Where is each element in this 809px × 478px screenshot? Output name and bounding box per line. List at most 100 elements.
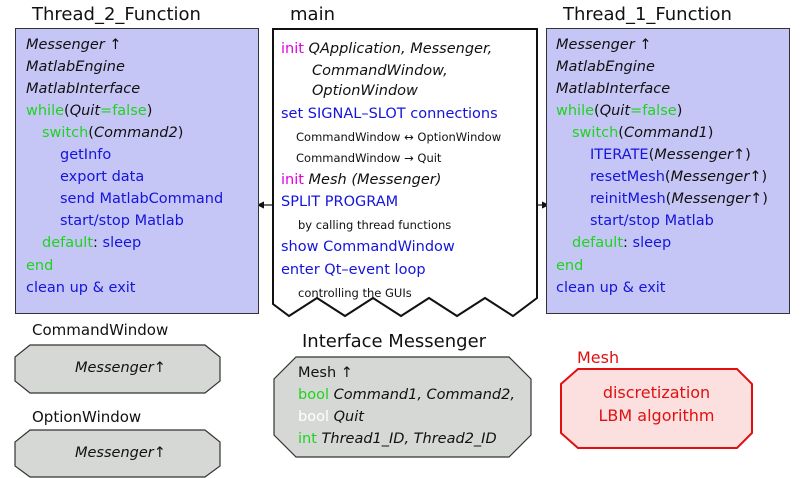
thread1-default-line: default: sleep	[572, 234, 671, 252]
main-split-note: by calling thread functions	[298, 218, 452, 232]
thread2-case-item: send MatlabCommand	[60, 191, 224, 207]
main-init-line2: CommandWindow,	[312, 63, 448, 79]
thread2-while-close: )	[146, 103, 153, 119]
option-window-shape	[14, 429, 221, 478]
mesh-line2: LBM algorithm	[598, 406, 715, 425]
main-show: show CommandWindow	[281, 239, 455, 255]
thread1-box	[546, 28, 790, 314]
main-init-line3: OptionWindow	[312, 83, 418, 99]
main-enter: enter Qt–event loop	[281, 262, 426, 278]
thread1-reinit: reinitMesh	[590, 191, 666, 207]
thread1-reinit-close: )	[762, 191, 768, 207]
thread2-sleep: sleep	[102, 235, 142, 251]
thread2-case-item: start/stop Matlab	[60, 213, 184, 229]
thread1-reset: resetMesh	[590, 169, 665, 185]
thread2-default-sep: :	[93, 235, 98, 251]
thread1-switch-close: )	[707, 125, 714, 141]
option-window-content: Messenger↑	[75, 445, 166, 461]
thread2-while-open: (	[64, 103, 70, 119]
thread1-iterate: ITERATE	[590, 147, 649, 163]
thread1-cleanup: clean up & exit	[556, 280, 666, 296]
thread1-while-close: )	[676, 103, 683, 119]
thread2-interface: MatlabInterface	[26, 81, 141, 97]
thread2-command-var: Command2	[93, 125, 178, 141]
thread1-while-keyword: while	[556, 103, 595, 119]
thread2-while-keyword: while	[26, 103, 65, 119]
thread1-default-keyword: default	[572, 235, 624, 251]
command-window-title: CommandWindow	[32, 321, 169, 339]
thread2-default-keyword: default	[42, 235, 94, 251]
thread1-command-var: Command1	[623, 125, 708, 141]
main-enter-note: controlling the GUIs	[298, 286, 412, 300]
command-window-content: Messenger↑	[75, 360, 166, 376]
interface-int-line: int Thread1_ID, Thread2_ID	[298, 430, 497, 448]
interface-bool2-line: bool Quit	[298, 408, 364, 426]
thread1-reinit-open: (	[665, 191, 672, 207]
mesh-title: Mesh	[577, 348, 620, 367]
thread1-reinit-line: reinitMesh(Messenger↑)	[590, 190, 768, 208]
thread1-while-line: while(Quit=false)	[556, 102, 682, 120]
thread1-switch-open: (	[618, 125, 624, 141]
mesh-shape	[560, 368, 753, 449]
thread2-end-keyword: end	[26, 258, 54, 274]
main-init-objects: QApplication, Messenger,	[308, 41, 493, 57]
thread1-sleep: sleep	[632, 235, 672, 251]
interface-bool-vars: Command1, Command2,	[333, 387, 515, 403]
thread1-messenger: Messenger ↑	[556, 37, 652, 53]
thread1-iterate-open: (	[648, 147, 655, 163]
thread1-startstop: start/stop Matlab	[590, 213, 714, 229]
interface-bool-line: bool Command1, Command2,	[298, 386, 515, 404]
main-init-mesh-line: init Mesh (Messenger)	[281, 171, 441, 189]
thread1-quit-var: Quit	[599, 103, 631, 119]
main-conn1: CommandWindow ↔ OptionWindow	[296, 130, 502, 144]
interface-messenger-title: Interface Messenger	[302, 331, 487, 352]
thread2-switch-close: )	[177, 125, 184, 141]
thread2-quit-var: Quit	[69, 103, 101, 119]
interface-int-keyword: int	[298, 431, 317, 447]
main-set-connections: set SIGNAL–SLOT connections	[281, 106, 498, 122]
thread2-engine: MatlabEngine	[26, 59, 125, 75]
interface-messenger-shape	[273, 356, 532, 458]
thread2-case-item: export data	[60, 169, 145, 185]
main-box	[272, 28, 538, 318]
main-init-mesh: Mesh (Messenger)	[308, 172, 442, 188]
interface-quit-var: Quit	[333, 409, 364, 425]
thread1-reset-arg: Messenger↑	[670, 169, 762, 185]
thread1-default-sep: :	[623, 235, 628, 251]
thread1-reset-close: )	[761, 169, 768, 185]
thread1-interface: MatlabInterface	[556, 81, 671, 97]
interface-mesh: Mesh ↑	[298, 365, 353, 381]
main-init-line1: init QApplication, Messenger,	[281, 40, 492, 58]
thread1-iterate-arg: Messenger↑	[654, 147, 746, 163]
thread1-while-open: (	[594, 103, 600, 119]
main-init2-keyword: init	[281, 172, 304, 188]
thread2-messenger: Messenger ↑	[26, 37, 122, 53]
main-title: main	[290, 4, 335, 25]
interface-int-vars: Thread1_ID, Thread2_ID	[321, 431, 497, 447]
interface-bool2-keyword: bool	[298, 409, 329, 425]
thread2-switch-line: switch(Command2)	[42, 124, 183, 142]
thread2-eq: =	[100, 103, 113, 119]
main-split: SPLIT PROGRAM	[281, 194, 399, 210]
thread1-engine: MatlabEngine	[556, 59, 655, 75]
thread1-iterate-close: )	[745, 147, 751, 163]
mesh-line1: discretization	[602, 383, 711, 402]
interface-bool-keyword: bool	[298, 387, 329, 403]
thread2-cleanup: clean up & exit	[26, 280, 136, 296]
thread2-while-line: while(Quit=false)	[26, 102, 152, 120]
thread2-box	[15, 28, 259, 314]
thread2-switch-open: (	[88, 125, 94, 141]
thread1-iterate-line: ITERATE(Messenger↑)	[590, 146, 751, 164]
thread1-end-keyword: end	[556, 258, 584, 274]
thread1-false-keyword: false	[642, 103, 677, 119]
thread1-reset-line: resetMesh(Messenger↑)	[590, 168, 767, 186]
thread1-title: Thread_1_Function	[563, 4, 732, 25]
main-init-keyword: init	[281, 41, 304, 57]
thread1-eq: =	[630, 103, 643, 119]
thread1-switch-keyword: switch	[572, 125, 619, 141]
option-window-title: OptionWindow	[32, 408, 142, 426]
thread1-reinit-arg: Messenger↑	[671, 191, 763, 207]
thread2-title: Thread_2_Function	[32, 4, 201, 25]
command-window-shape	[14, 344, 221, 394]
